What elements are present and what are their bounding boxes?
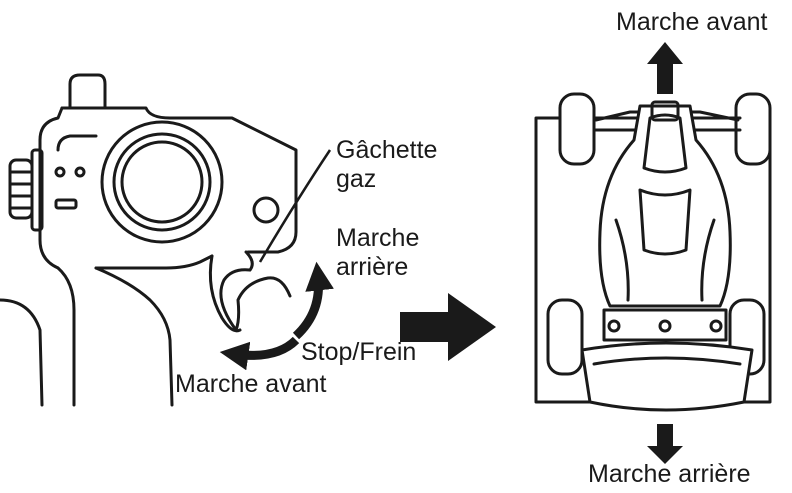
transmitter-illustration	[0, 73, 298, 407]
curved-arrow-icon	[219, 336, 300, 371]
curved-arrow-icon	[292, 261, 334, 340]
rc-car-illustration	[534, 92, 772, 412]
reverse-label-line2: arrière	[336, 252, 409, 281]
throttle-trigger-label-line2: gaz	[336, 164, 377, 193]
reverse-label: Marche arrière	[336, 224, 419, 282]
trigger-leader-line	[258, 149, 332, 263]
stop-brake-label: Stop/Frein	[301, 338, 417, 366]
forward-label-left: Marche avant	[175, 370, 327, 398]
arrow-down-icon	[647, 424, 683, 464]
throttle-trigger-label-line1: Gâchette	[336, 136, 438, 164]
arrow-up-icon	[647, 42, 683, 94]
arrow-right-icon	[400, 293, 496, 361]
reverse-label-line1: Marche	[336, 224, 420, 252]
throttle-trigger-label: Gâchette gaz	[336, 136, 437, 194]
forward-label-top: Marche avant	[616, 8, 768, 36]
reverse-label-bottom: Marche arrière	[588, 460, 751, 488]
